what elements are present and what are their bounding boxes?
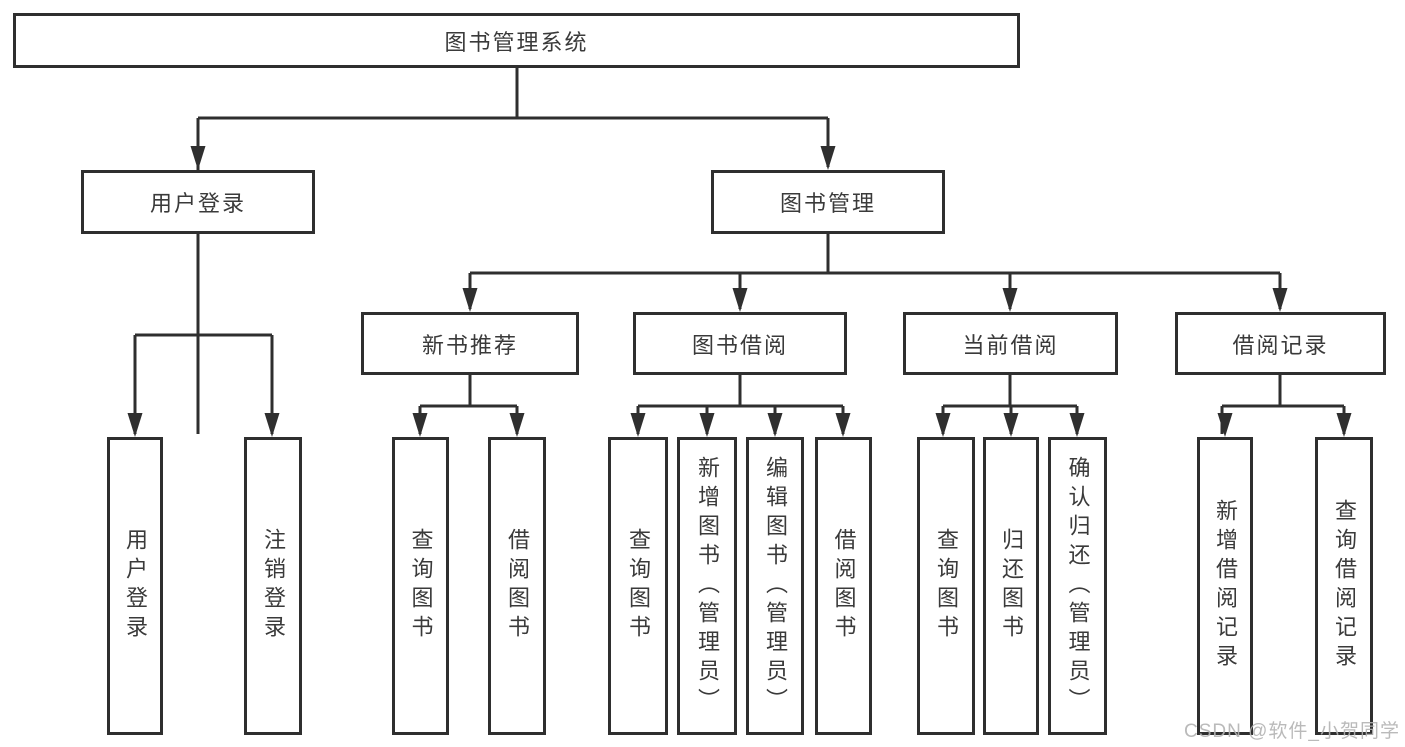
node-root: 图书管理系统	[13, 13, 1020, 68]
node-borrowing-records-label: 借阅记录	[1232, 332, 1329, 358]
node-user-login-action: 用户登录	[107, 437, 163, 735]
node-current-query-books-label: 查询图书	[934, 528, 959, 644]
node-book-management: 图书管理	[711, 170, 945, 234]
node-records-add-record: 新增借阅记录	[1197, 437, 1253, 735]
node-records-add-record-label: 新增借阅记录	[1213, 499, 1238, 673]
node-current-query-books: 查询图书	[917, 437, 975, 735]
node-current-borrowing: 当前借阅	[903, 312, 1118, 375]
node-book-management-label: 图书管理	[779, 191, 876, 216]
node-borrowing-edit-books-label: 编辑图书（管理员）	[763, 455, 788, 717]
node-borrowing-edit-books: 编辑图书（管理员）	[746, 437, 804, 735]
node-records-query-record-label: 查询借阅记录	[1332, 499, 1357, 673]
node-borrowing-query-books: 查询图书	[608, 437, 668, 735]
node-recommend-query-books: 查询图书	[392, 437, 449, 735]
node-borrowing-add-books-label: 新增图书（管理员）	[695, 455, 720, 717]
node-borrowing-borrow-books-label: 借阅图书	[831, 528, 857, 644]
node-book-borrowing: 图书借阅	[633, 312, 847, 375]
node-current-return-books: 归还图书	[983, 437, 1039, 735]
node-root-label: 图书管理系统	[444, 29, 589, 55]
node-book-borrowing-label: 图书借阅	[691, 332, 788, 358]
node-logout-action: 注销登录	[244, 437, 302, 735]
node-current-borrowing-label: 当前借阅	[962, 332, 1059, 358]
node-recommend-query-books-label: 查询图书	[408, 528, 434, 644]
node-user-login: 用户登录	[81, 170, 315, 234]
node-new-book-recommend: 新书推荐	[361, 312, 579, 375]
node-borrowing-records: 借阅记录	[1175, 312, 1386, 375]
node-records-query-record: 查询借阅记录	[1315, 437, 1373, 735]
node-user-login-label: 用户登录	[149, 191, 246, 216]
node-borrowing-add-books: 新增图书（管理员）	[677, 437, 737, 735]
node-current-confirm-return: 确认归还（管理员）	[1048, 437, 1107, 735]
node-current-confirm-return-label: 确认归还（管理员）	[1065, 455, 1091, 717]
node-new-book-recommend-label: 新书推荐	[421, 332, 518, 358]
node-borrowing-borrow-books: 借阅图书	[815, 437, 872, 735]
node-recommend-borrow-books-label: 借阅图书	[505, 528, 530, 644]
node-user-login-action-label: 用户登录	[123, 528, 148, 644]
node-logout-action-label: 注销登录	[261, 528, 286, 644]
csdn-watermark: CSDN @软件_小贺同学	[1184, 721, 1400, 742]
node-borrowing-query-books-label: 查询图书	[626, 528, 651, 644]
node-current-return-books-label: 归还图书	[999, 528, 1024, 644]
node-recommend-borrow-books: 借阅图书	[488, 437, 546, 735]
